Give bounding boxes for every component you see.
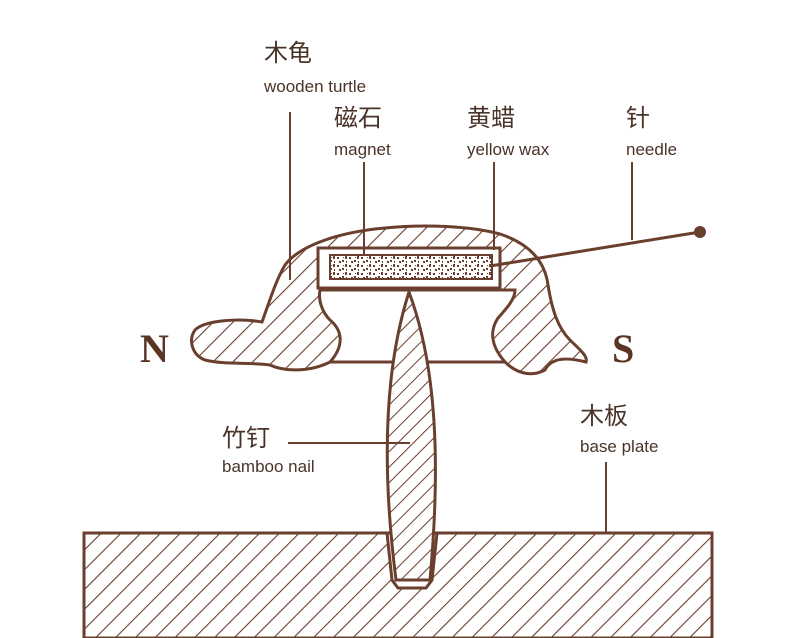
wax-label-en: yellow wax bbox=[467, 140, 550, 159]
magnet-label-zh: 磁石 bbox=[334, 104, 382, 132]
magnet bbox=[329, 254, 493, 280]
north-pole-label: N bbox=[140, 326, 169, 371]
south-pole-label: S bbox=[612, 326, 634, 371]
needle-label-en: needle bbox=[626, 140, 677, 159]
needle bbox=[489, 230, 701, 268]
turtle-label-en: wooden turtle bbox=[263, 77, 366, 96]
magnet-label-en: magnet bbox=[334, 140, 391, 159]
needle-tip bbox=[694, 226, 706, 238]
needle-label-zh: 针 bbox=[626, 104, 650, 132]
turtle-label-zh: 木龟 bbox=[264, 39, 312, 67]
wax-label-zh: 黄蜡 bbox=[467, 104, 515, 132]
nail-label-en: bamboo nail bbox=[222, 457, 315, 476]
base-label-en: base plate bbox=[580, 437, 658, 456]
nail-label-zh: 竹钉 bbox=[222, 424, 270, 452]
base-label-zh: 木板 bbox=[580, 402, 628, 430]
bamboo-nail bbox=[385, 287, 437, 582]
